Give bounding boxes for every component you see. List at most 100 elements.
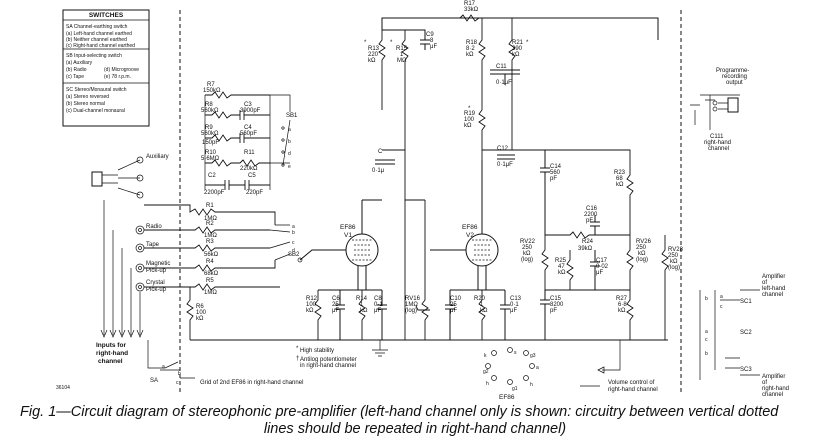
svg-text:R11: R11	[244, 150, 255, 156]
svg-text:kΩ: kΩ	[360, 308, 368, 314]
sc-b: (b) Stereo normal	[66, 101, 105, 107]
svg-text:0·1: 0·1	[374, 302, 383, 308]
svg-text:R8: R8	[205, 102, 213, 108]
label-pickup-1: Pick-up	[146, 268, 167, 274]
svg-text:μF: μF	[430, 44, 437, 50]
svg-text:0·1μF: 0·1μF	[497, 162, 513, 168]
svg-text:0·1μ: 0·1μ	[372, 168, 385, 174]
valve-v2: EF86 V2	[430, 160, 499, 290]
svg-text:36104: 36104	[56, 385, 70, 391]
svg-text:a: a	[705, 329, 708, 335]
hv-rail	[381, 17, 659, 40]
svg-text:kΩ: kΩ	[480, 308, 488, 314]
svg-text:V2: V2	[466, 232, 474, 239]
svg-text:R17: R17	[464, 1, 476, 7]
svg-text:C3: C3	[244, 102, 252, 108]
svg-text:1MΩ: 1MΩ	[204, 290, 217, 296]
svg-text:R13: R13	[368, 46, 380, 52]
svg-text:8·2: 8·2	[466, 46, 475, 52]
svg-text:c: c	[720, 304, 723, 310]
sc-title: SC Stereo/Monaural switch	[66, 87, 127, 93]
svg-text:C15: C15	[550, 296, 562, 302]
svg-text:R12: R12	[306, 296, 318, 302]
svg-text:R6: R6	[196, 304, 204, 310]
svg-text:100: 100	[196, 310, 207, 316]
svg-text:Amplifier: Amplifier	[762, 374, 785, 380]
switches-legend: SWITCHES SA Channel-earthing switch (a) …	[62, 9, 150, 127]
volume-note: Volume control of right-hand channel	[580, 340, 658, 393]
svg-text:MΩ: MΩ	[397, 58, 407, 64]
svg-text:C14: C14	[550, 164, 562, 170]
svg-text:C17: C17	[596, 258, 608, 264]
svg-text:C: C	[378, 149, 383, 155]
svg-text:8200: 8200	[550, 302, 564, 308]
svg-text:1: 1	[360, 302, 364, 308]
svg-text:kΩ: kΩ	[512, 52, 520, 58]
svg-text:†: †	[296, 356, 299, 362]
switch-sc: b a c SC1 a c SC2 b SC3 Amplifier of lef…	[699, 274, 789, 398]
svg-text:c: c	[705, 337, 708, 343]
rh-inputs-1: Inputs for	[96, 342, 126, 349]
schematic: SWITCHES SA Channel-earthing switch (a) …	[56, 1, 789, 401]
svg-text:R15: R15	[396, 46, 408, 52]
svg-text:right-hand: right-hand	[704, 140, 731, 146]
svg-text:R10: R10	[205, 150, 217, 156]
svg-text:High stability: High stability	[300, 348, 334, 354]
sb1-label: SB1	[286, 113, 298, 119]
svg-text:h: h	[530, 382, 533, 388]
svg-text:0·1μF: 0·1μF	[496, 80, 512, 86]
svg-text:μF: μF	[596, 270, 603, 276]
svg-text:R4: R4	[206, 259, 214, 265]
svg-text:h: h	[486, 381, 489, 387]
svg-text:1MΩ: 1MΩ	[204, 233, 217, 239]
svg-text:d: d	[292, 248, 295, 254]
svg-text:of: of	[762, 280, 767, 286]
svg-text:25: 25	[450, 302, 457, 308]
svg-text:Programme-: Programme-	[716, 68, 749, 74]
programme-output: Programme- recording output C111 right-h…	[690, 68, 749, 152]
svg-text:Volume control of: Volume control of	[608, 380, 655, 386]
svg-text:6·8: 6·8	[618, 302, 627, 308]
label-radio: Radio	[146, 224, 162, 230]
svg-text:*: *	[390, 40, 393, 46]
svg-text:3900pF: 3900pF	[240, 108, 261, 114]
svg-text:R1: R1	[206, 203, 214, 209]
sb-e: (e) 78 r.p.m.	[104, 74, 131, 80]
ef86-base-pinout: s g3 g2 a h h k g1 EF86	[483, 347, 539, 401]
svg-text:b: b	[178, 371, 181, 377]
sb-a: (a) Auxiliary	[66, 60, 93, 66]
svg-text:560: 560	[550, 170, 561, 176]
svg-text:R7: R7	[207, 82, 215, 88]
sa-c: (c) Right-hand channel earthed	[66, 43, 135, 49]
svg-text:560pF: 560pF	[240, 131, 257, 137]
svg-text:RV22: RV22	[520, 239, 536, 245]
svg-text:C6: C6	[332, 296, 340, 302]
svg-text:(log): (log)	[636, 257, 648, 263]
svg-text:kΩ: kΩ	[466, 52, 474, 58]
caption-line-1: Fig. 1—Circuit diagram of stereophonic p…	[20, 404, 779, 420]
svg-text:0·1: 0·1	[510, 302, 519, 308]
svg-text:a: a	[162, 364, 165, 370]
svg-text:RV26: RV26	[636, 239, 652, 245]
label-auxiliary: Auxiliary	[146, 154, 169, 160]
svg-text:R20: R20	[474, 296, 486, 302]
svg-text:Grid of 2nd EF86 in right-hand: Grid of 2nd EF86 in right-hand channel	[200, 380, 303, 386]
svg-text:a: a	[292, 224, 295, 230]
svg-text:a: a	[536, 365, 539, 371]
svg-text:R2: R2	[206, 221, 214, 227]
svg-text:pF: pF	[586, 218, 593, 224]
svg-text:kΩ: kΩ	[638, 251, 646, 257]
svg-text:b: b	[288, 139, 291, 145]
svg-text:C5: C5	[248, 173, 256, 179]
svg-text:C111: C111	[710, 134, 724, 140]
svg-text:μF: μF	[374, 308, 381, 314]
svg-text:μF: μF	[332, 308, 339, 314]
sa-a: (a) Left-hand channel earthed	[66, 31, 132, 37]
svg-text:SC1: SC1	[740, 299, 752, 305]
svg-text:kΩ: kΩ	[368, 58, 376, 64]
svg-text:25: 25	[332, 302, 339, 308]
svg-text:μF: μF	[450, 308, 457, 314]
svg-text:5·6MΩ: 5·6MΩ	[201, 156, 220, 162]
